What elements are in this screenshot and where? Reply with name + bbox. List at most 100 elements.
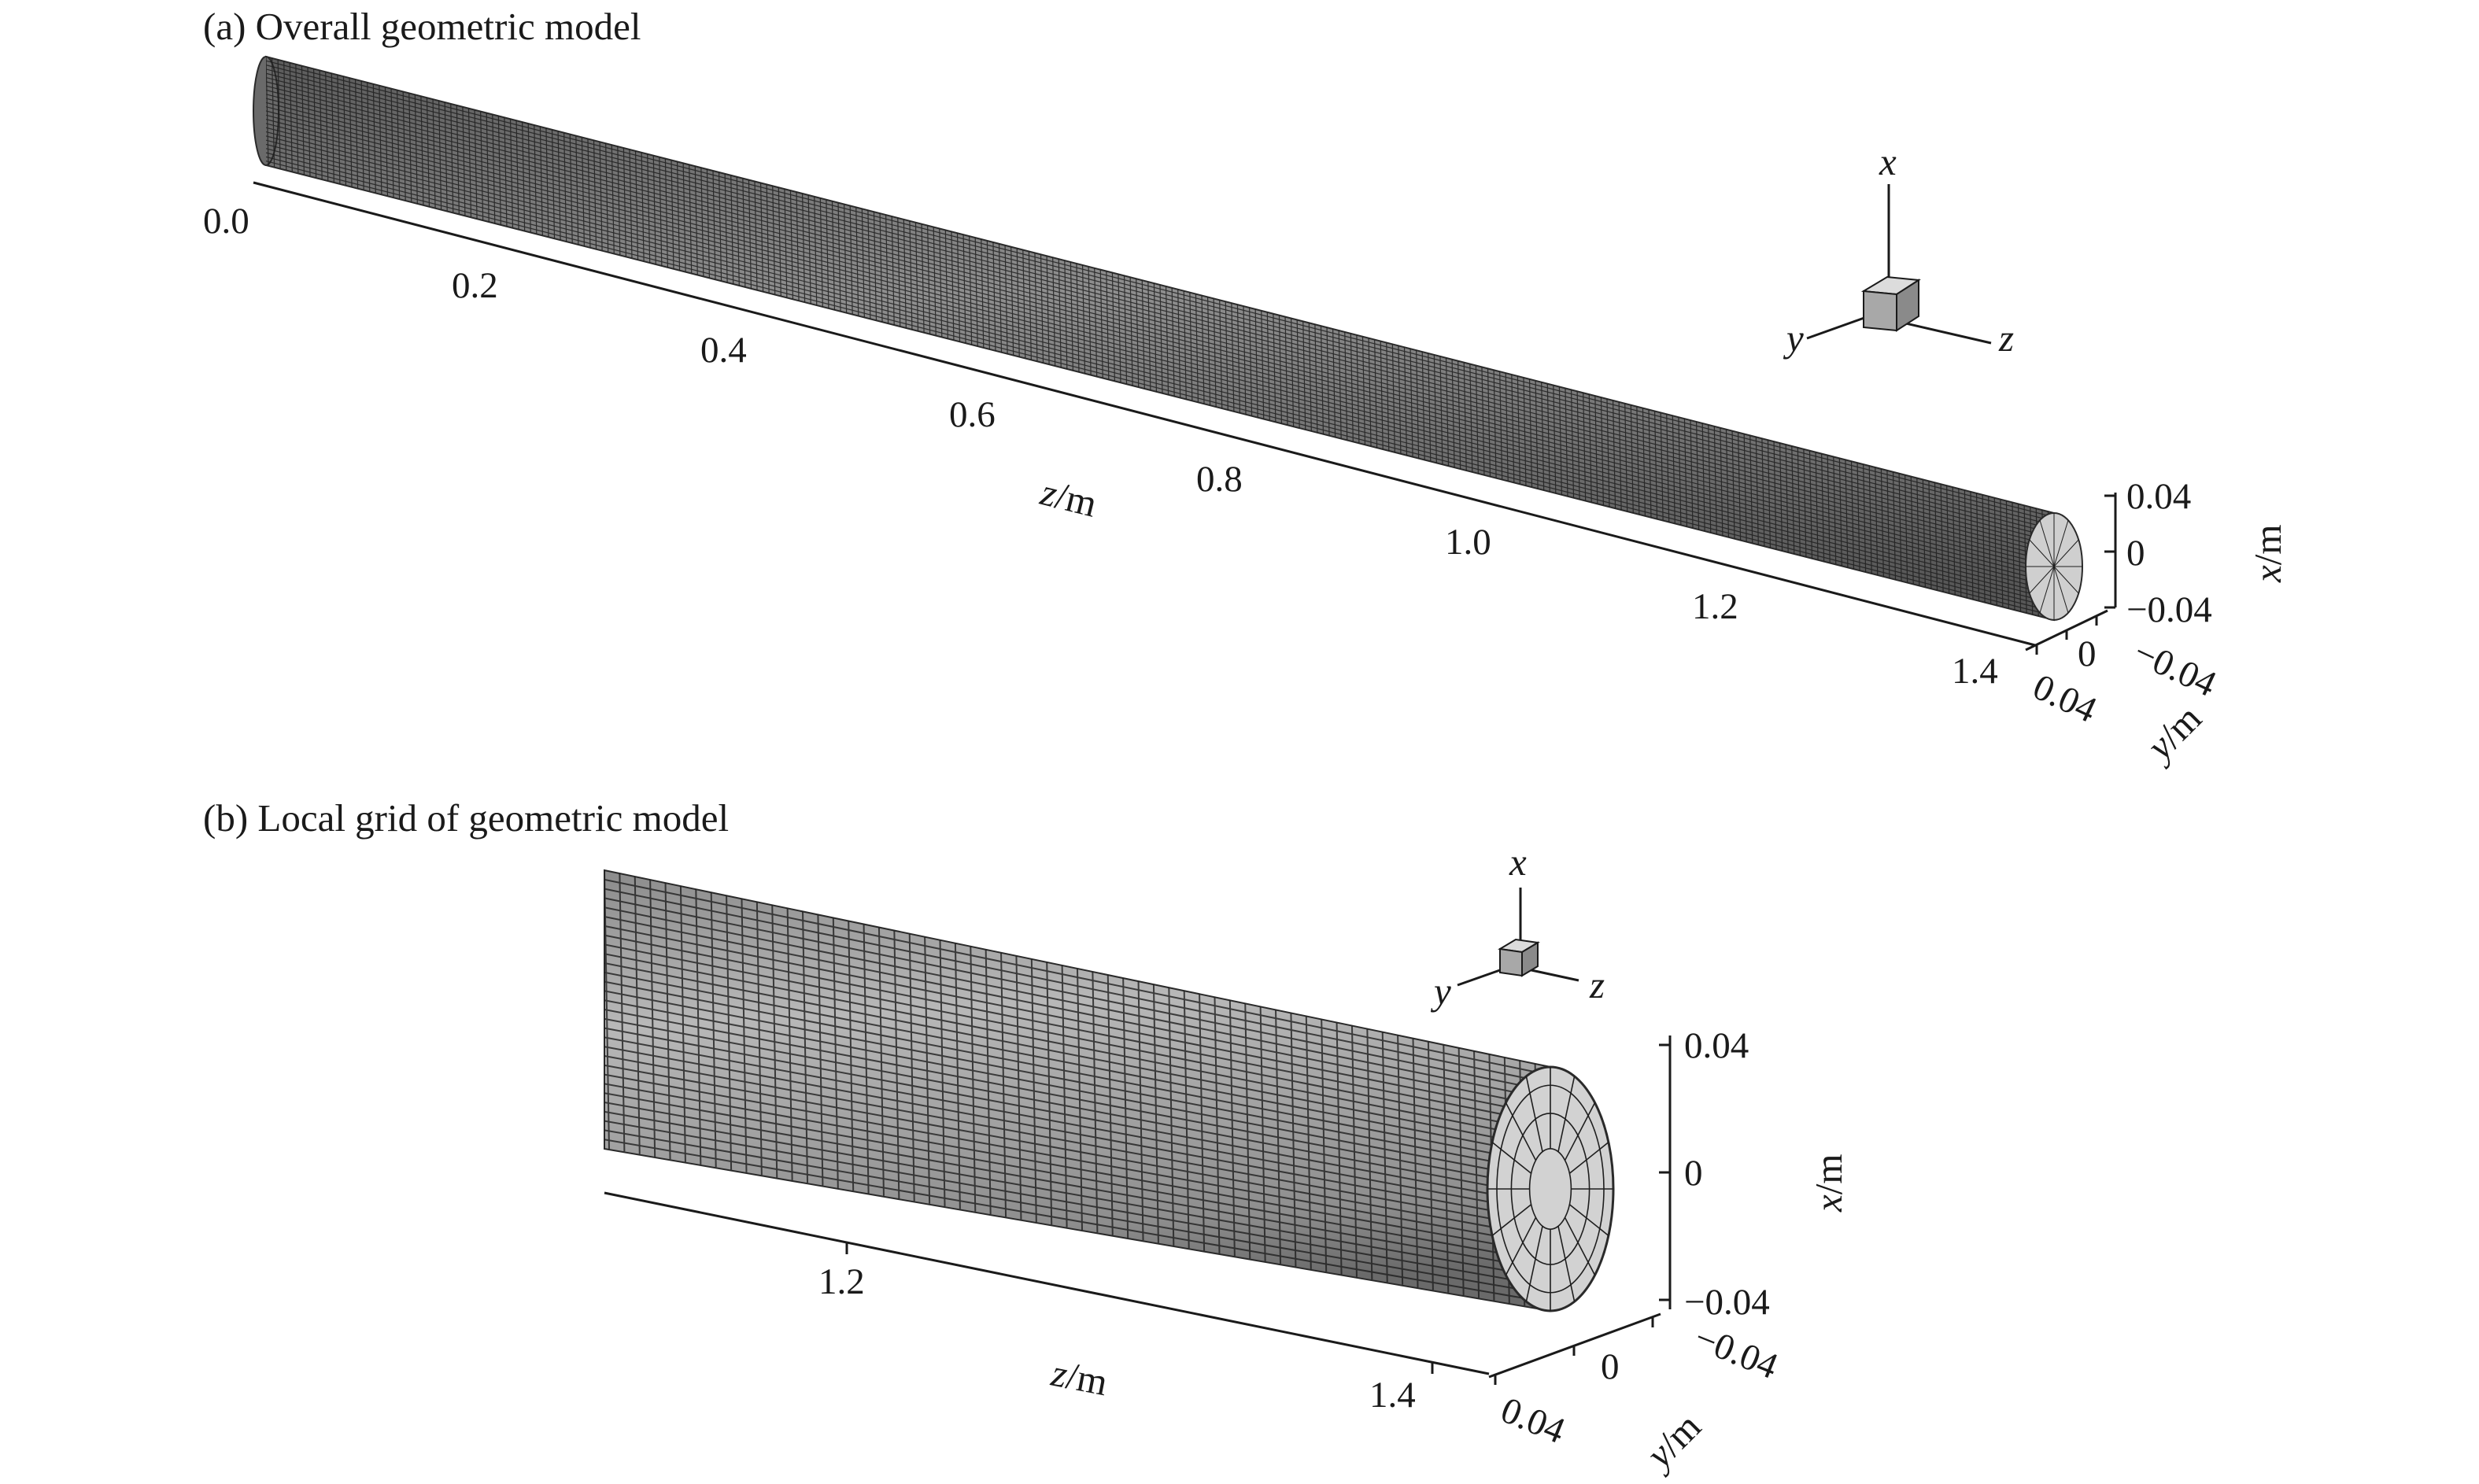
mesh-circ-line xyxy=(956,233,961,342)
mesh-circ-line xyxy=(575,135,579,245)
mesh-circ-line xyxy=(1081,264,1086,374)
mesh-circ-line xyxy=(438,101,442,210)
mesh-circ-line xyxy=(1636,406,1640,515)
mesh-circ-line xyxy=(1708,424,1712,533)
mesh-circ-line xyxy=(754,181,758,290)
z-tick-label: 1.2 xyxy=(1692,586,1738,627)
mesh-long-line xyxy=(266,114,2054,571)
mesh-circ-line xyxy=(1565,388,1568,497)
mesh-long-line xyxy=(266,106,2054,563)
mesh-long-line xyxy=(604,971,1550,1157)
mesh-circ-line xyxy=(1481,367,1485,476)
mesh-long-line xyxy=(604,1083,1550,1255)
mesh-circ-line xyxy=(1606,398,1610,508)
mesh-circ-line xyxy=(444,102,448,212)
mesh-circ-line xyxy=(1321,1019,1328,1272)
y-tick-label: −0.04 xyxy=(2127,632,2222,705)
mesh-circ-line xyxy=(1000,952,1007,1217)
mesh-circ-line xyxy=(1213,298,1217,408)
mesh-circ-line xyxy=(927,225,931,334)
mesh-circ-line xyxy=(1618,401,1622,511)
mesh-circ-line xyxy=(1058,259,1062,368)
mesh-circ-line xyxy=(1291,318,1295,427)
mesh-circ-line xyxy=(671,160,674,269)
mesh-circ-line xyxy=(1266,312,1270,421)
z-tick-label: 0.8 xyxy=(1196,459,1243,500)
mesh-circ-line xyxy=(726,895,733,1170)
mesh-circ-line xyxy=(1010,246,1014,356)
mesh-circ-line xyxy=(634,877,641,1154)
mesh-circ-line xyxy=(1487,368,1491,478)
mesh-circ-line xyxy=(1583,393,1587,502)
mesh-circ-line xyxy=(1815,452,1819,561)
mesh-circ-line xyxy=(1720,427,1723,537)
panel-b-y-axis: −0.04 0 0.04 y/m xyxy=(1488,1312,1783,1478)
mesh-circ-line xyxy=(1326,327,1330,437)
mesh-circ-line xyxy=(1028,251,1032,360)
z-axis-label: z/m xyxy=(1036,470,1101,526)
mesh-circ-line xyxy=(1106,271,1110,380)
mesh-circ-line xyxy=(736,176,740,286)
mesh-circ-line xyxy=(1880,468,1884,578)
mesh-circ-line xyxy=(1439,356,1443,465)
mesh-circ-line xyxy=(962,234,966,344)
mesh-long-line xyxy=(604,1110,1550,1279)
mesh-circ-line xyxy=(649,880,656,1157)
mesh-circ-line xyxy=(390,88,394,197)
mesh-circ-line xyxy=(604,870,610,1150)
mesh-circ-line xyxy=(1475,365,1479,474)
mesh-circ-line xyxy=(408,93,412,202)
end-mesh-line xyxy=(1491,1142,1532,1175)
mesh-circ-line xyxy=(664,158,669,268)
mesh-circ-line xyxy=(784,189,788,298)
panel-b-z-axis: 1.2 1.4 z/m xyxy=(604,1191,1490,1416)
mesh-circ-line xyxy=(1541,382,1545,491)
mesh-circ-line xyxy=(456,105,460,214)
mesh-circ-line xyxy=(1731,430,1735,540)
mesh-circ-line xyxy=(706,169,711,279)
mesh-circ-line xyxy=(1380,341,1384,450)
mesh-circ-line xyxy=(1273,313,1276,423)
mesh-circ-line xyxy=(372,83,376,193)
mesh-circ-line xyxy=(1206,297,1211,406)
mesh-circ-line xyxy=(522,122,526,231)
mesh-circ-line xyxy=(1701,423,1705,532)
z-tick-label: 1.4 xyxy=(1952,651,1998,692)
mesh-long-line xyxy=(604,980,1550,1165)
mesh-circ-line xyxy=(1088,266,1092,375)
y-axis-label: y/m xyxy=(2135,696,2209,770)
panel-a: (a) Overall geometric model 0.0 0.2 0.4 … xyxy=(203,5,2289,770)
mesh-circ-line xyxy=(789,190,794,300)
mesh-long-line xyxy=(266,143,2054,600)
mesh-circ-line xyxy=(1076,263,1080,372)
mesh-circ-line xyxy=(2000,499,2004,608)
mesh-circ-line xyxy=(1366,1028,1373,1280)
mesh-long-line xyxy=(604,999,1550,1182)
mesh-circ-line xyxy=(1195,293,1199,403)
mesh-circ-line xyxy=(939,228,943,338)
panel-b-orientation-triad: x y z xyxy=(1430,840,1605,1013)
mesh-circ-line xyxy=(1940,484,1944,593)
mesh-circ-line xyxy=(1660,412,1664,522)
mesh-circ-line xyxy=(802,911,809,1183)
panel-b-end-mesh xyxy=(1487,1067,1613,1311)
mesh-long-line xyxy=(604,990,1550,1174)
mesh-circ-line xyxy=(1427,1041,1434,1290)
mesh-circ-line xyxy=(1296,319,1300,429)
mesh-circ-line xyxy=(771,905,778,1178)
mesh-circ-line xyxy=(826,199,829,308)
mesh-circ-line xyxy=(1833,456,1837,566)
mesh-circ-line xyxy=(492,114,496,223)
mesh-circ-line xyxy=(1136,279,1140,388)
mesh-circ-line xyxy=(1886,470,1890,579)
x-tick-label: 0.04 xyxy=(1684,1025,1749,1066)
end-mesh-line xyxy=(1564,1102,1596,1161)
mesh-circ-line xyxy=(694,166,698,275)
mesh-circ-line xyxy=(634,150,639,260)
mesh-circ-line xyxy=(1946,485,1950,595)
mesh-circ-line xyxy=(1034,253,1038,362)
mesh-circ-line xyxy=(855,207,859,316)
mesh-circ-line xyxy=(1308,323,1312,432)
mesh-circ-line xyxy=(1183,991,1190,1249)
mesh-long-line xyxy=(604,1120,1550,1287)
